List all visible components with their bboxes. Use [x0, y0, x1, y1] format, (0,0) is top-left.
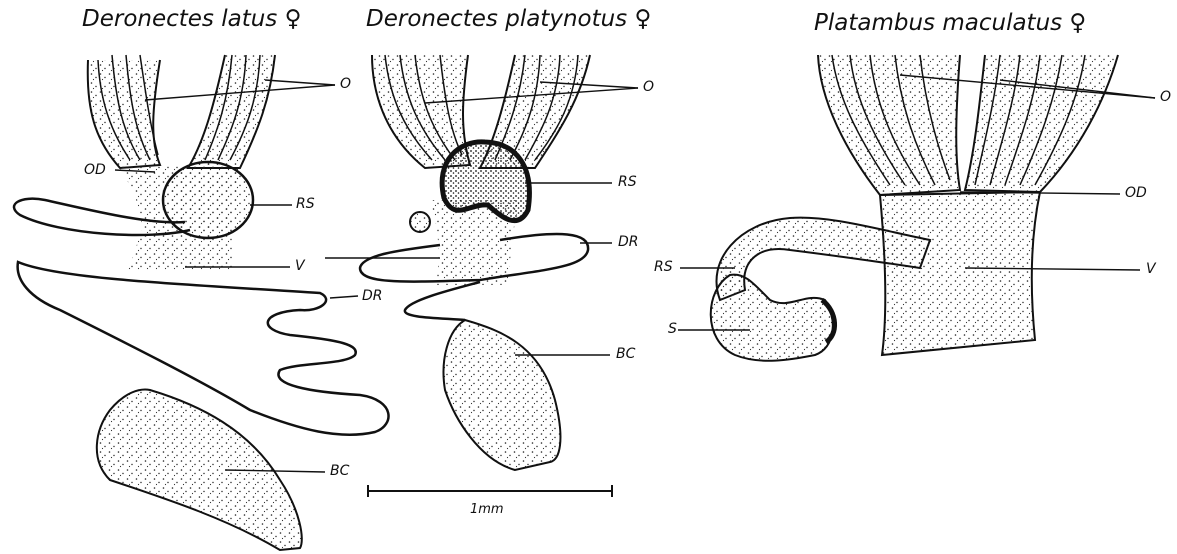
ovarioles-right — [188, 55, 275, 168]
label-o-maculatus: O — [1160, 89, 1171, 105]
vagina — [880, 192, 1040, 355]
ductus-receptaculi — [405, 282, 480, 320]
specimen-deronectes-platynotus — [360, 55, 590, 470]
label-bc-platynotus: BC — [616, 346, 635, 362]
label-rs-platynotus: RS — [618, 174, 637, 190]
scale-bar-label: 1mm — [470, 502, 504, 517]
small-sac — [410, 212, 430, 232]
title-platambus-maculatus: Platambus maculatus ♀ — [814, 10, 1086, 36]
label-s-maculatus: S — [668, 321, 677, 337]
label-od-latus: OD — [84, 162, 106, 178]
ovarioles-left — [818, 55, 960, 195]
label-dr-platynotus: DR — [618, 234, 639, 250]
specimen-platambus-maculatus — [711, 55, 1118, 361]
label-o-platynotus: O — [643, 79, 654, 95]
scale-bar — [368, 485, 612, 497]
ductus-receptaculi — [18, 262, 389, 435]
label-v-maculatus: V — [1146, 261, 1156, 277]
label-bc-latus: BC — [330, 463, 349, 479]
label-o-latus: O — [340, 76, 351, 92]
receptaculum-seminis — [163, 162, 253, 238]
bursa-copulatrix — [97, 390, 302, 550]
bursa-copulatrix — [444, 320, 561, 470]
label-dr-latus: DR — [362, 288, 383, 304]
label-od-maculatus: OD — [1125, 185, 1147, 201]
label-rs-maculatus: RS — [654, 259, 673, 275]
title-deronectes-latus: Deronectes latus ♀ — [82, 6, 301, 32]
label-v-latus: V — [295, 258, 305, 274]
spermatheca — [711, 275, 833, 361]
label-rs-latus: RS — [296, 196, 315, 212]
title-deronectes-platynotus: Deronectes platynotus ♀ — [366, 6, 651, 32]
